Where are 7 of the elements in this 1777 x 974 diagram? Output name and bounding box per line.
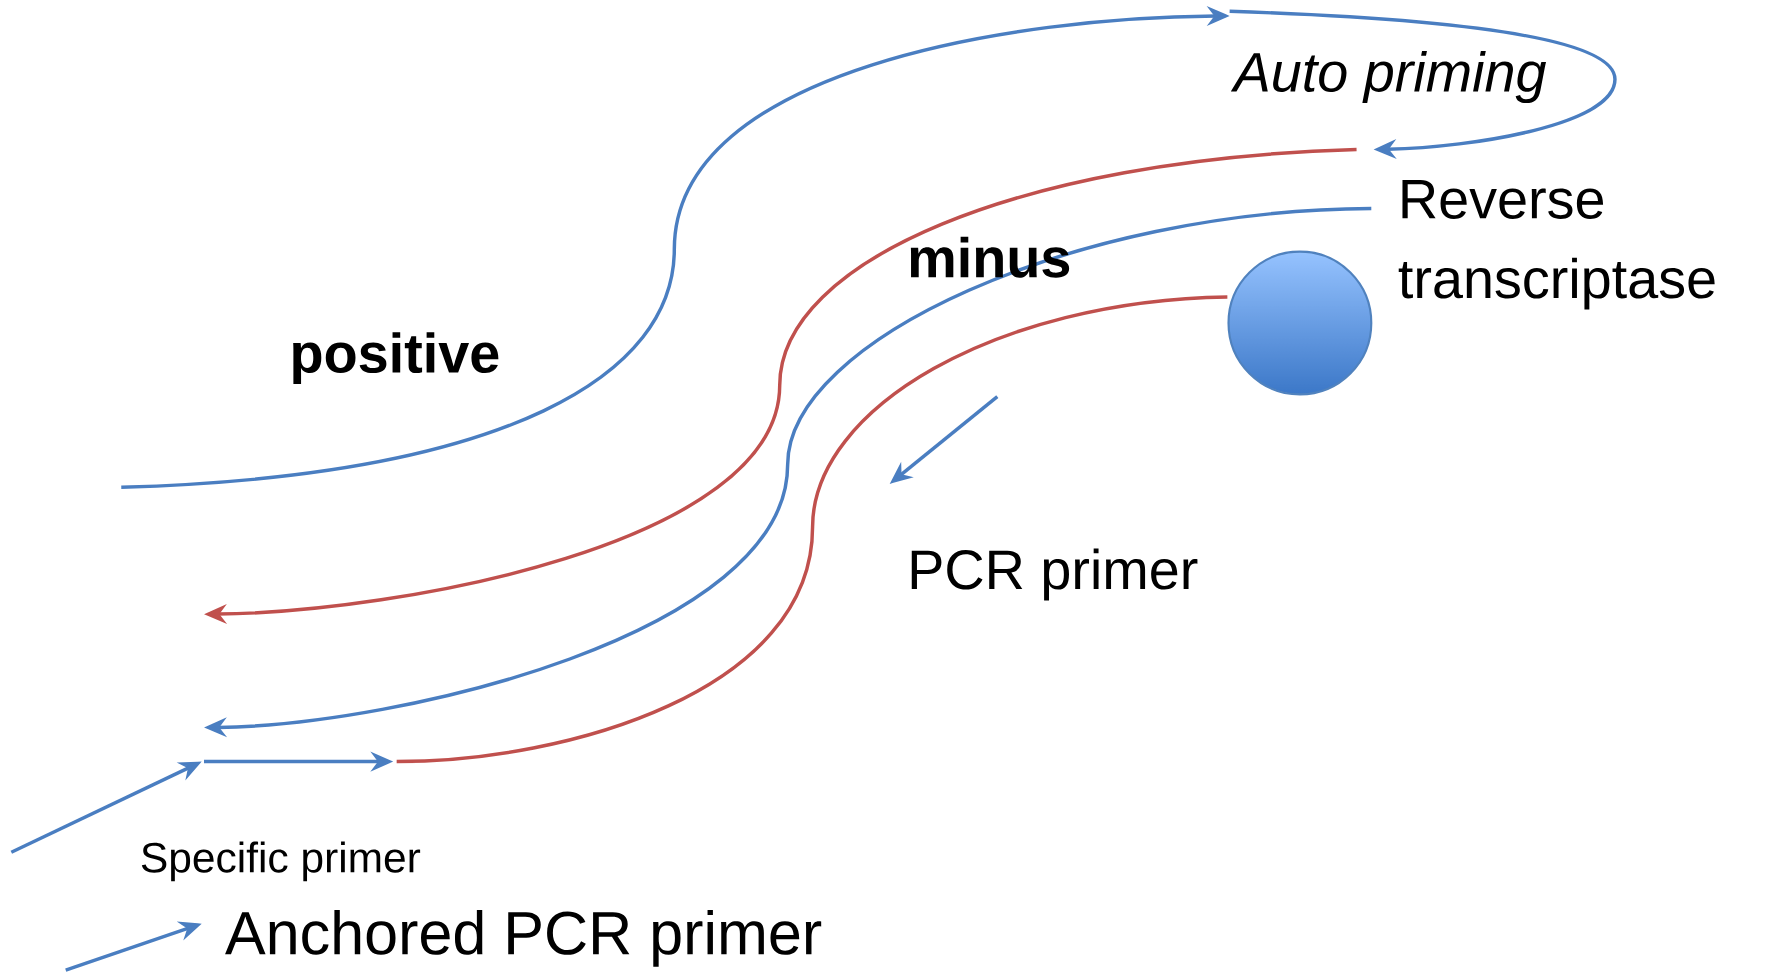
primer-label: Specific primer bbox=[141, 841, 421, 882]
process-label: Auto priming bbox=[1230, 51, 1547, 104]
primer-label: PCR primer bbox=[911, 548, 1198, 601]
primer-label: Anchored PCR primer bbox=[225, 910, 822, 968]
strand-label: minus bbox=[910, 237, 1070, 278]
enzyme-label: Reverse transcriptase bbox=[1398, 180, 1715, 310]
strand-label: positive bbox=[293, 332, 499, 385]
